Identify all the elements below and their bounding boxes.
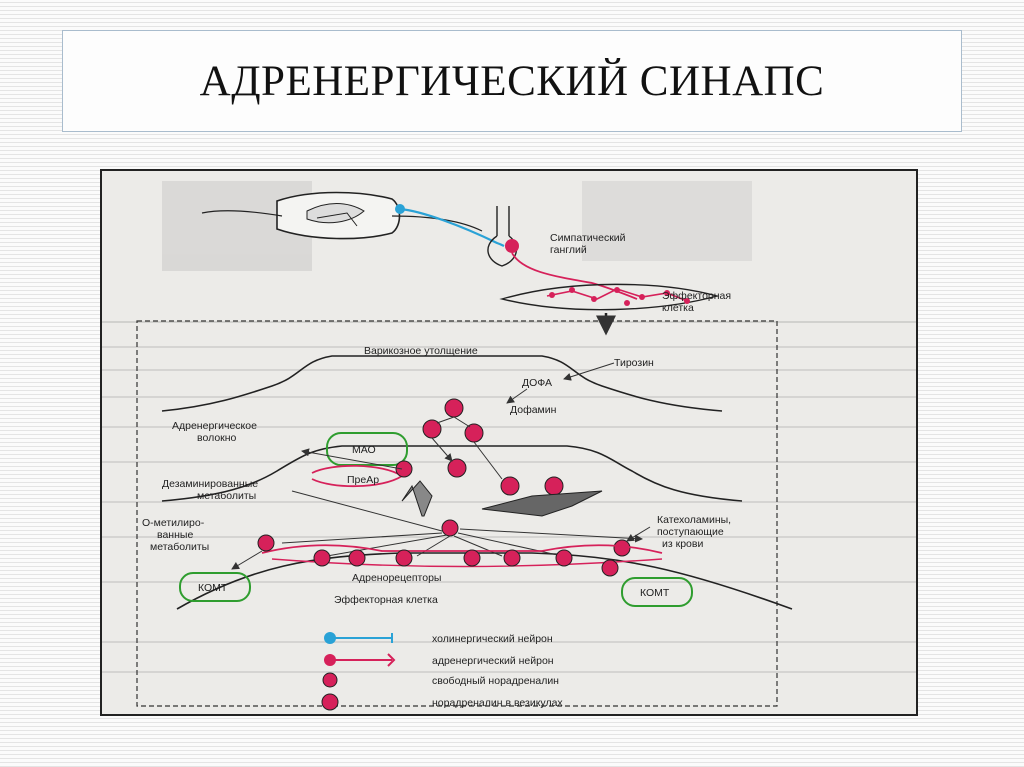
free-na-center xyxy=(441,519,459,537)
sympathetic-ganglion xyxy=(487,206,518,267)
komt-right xyxy=(621,577,693,607)
label-komt-right: КОМТ xyxy=(640,587,670,599)
preganglionic-fiber xyxy=(399,207,505,247)
label-varicosity: Варикозное утолщение xyxy=(364,345,478,357)
legend: холинергический нейрон адренергический н… xyxy=(321,632,563,711)
komt-left xyxy=(179,572,251,602)
label-ganglion-1: Симпатический xyxy=(550,232,626,244)
slide-title: АДРЕНЕРГИЧЕСКИЙ СИНАПС xyxy=(199,57,825,105)
cholinergic-neuron-body xyxy=(395,204,405,214)
label-effector-bottom: Эффекторная клетка xyxy=(334,594,438,606)
effector-cell-top xyxy=(499,283,720,311)
label-fiber-2: волокно xyxy=(197,432,237,444)
ganglion-neuron xyxy=(505,239,519,253)
varicosity-top-membrane xyxy=(161,355,723,412)
legend-cholinergic: холинергический нейрон xyxy=(432,633,553,645)
label-omethyl-1: О-метилиро- xyxy=(142,517,205,529)
zoom-box xyxy=(136,320,778,707)
legend-vesicle-na: норадреналин в везикулах xyxy=(432,697,563,709)
effector-membrane xyxy=(176,552,793,610)
label-komt-left: КОМТ xyxy=(198,582,228,594)
label-omethyl-2: ванные xyxy=(157,529,193,541)
label-mao: МАО xyxy=(352,444,376,456)
label-ganglion-2: ганглий xyxy=(550,244,587,256)
background-texture xyxy=(102,181,916,673)
label-deaminated-2: метаболиты xyxy=(197,490,256,502)
label-omethyl-3: метаболиты xyxy=(150,541,209,553)
reuptake-arrow xyxy=(481,490,603,517)
label-deaminated-1: Дезаминированные xyxy=(162,478,258,490)
receptor-band xyxy=(261,544,663,554)
label-dopa: ДОФА xyxy=(522,377,552,389)
label-effector-top-2: клетка xyxy=(662,302,694,314)
legend-free-na: свободный норадреналин xyxy=(432,675,559,687)
legend-adrenergic: адренергический нейрон xyxy=(432,655,554,667)
mao-enzyme xyxy=(326,432,408,466)
postganglionic-fiber xyxy=(511,252,638,300)
label-prear: ПреАр xyxy=(347,474,379,486)
title-box: АДРЕНЕРГИЧЕСКИЙ СИНАПС xyxy=(62,30,962,132)
label-catechol-2: поступающие xyxy=(657,526,724,538)
label-effector-top-1: Эффекторная xyxy=(662,290,731,302)
label-receptors: Адренорецепторы xyxy=(352,572,441,584)
label-catechol-1: Катехоламины, xyxy=(657,514,731,526)
varicosity-bottom-membrane xyxy=(161,445,743,502)
diagram-canvas: Симпатический ганглий Эффекторная клетка… xyxy=(102,181,916,711)
label-dopamine: Дофамин xyxy=(510,404,557,416)
receptor-bound-na xyxy=(257,534,619,577)
release-arrow xyxy=(401,480,433,517)
label-fiber-1: Адренергическое xyxy=(172,420,257,432)
synapse-diagram: Симпатический ганглий Эффекторная клетка… xyxy=(100,169,918,716)
label-catechol-3: из крови xyxy=(662,538,703,550)
label-tyrosine: Тирозин xyxy=(614,357,654,369)
